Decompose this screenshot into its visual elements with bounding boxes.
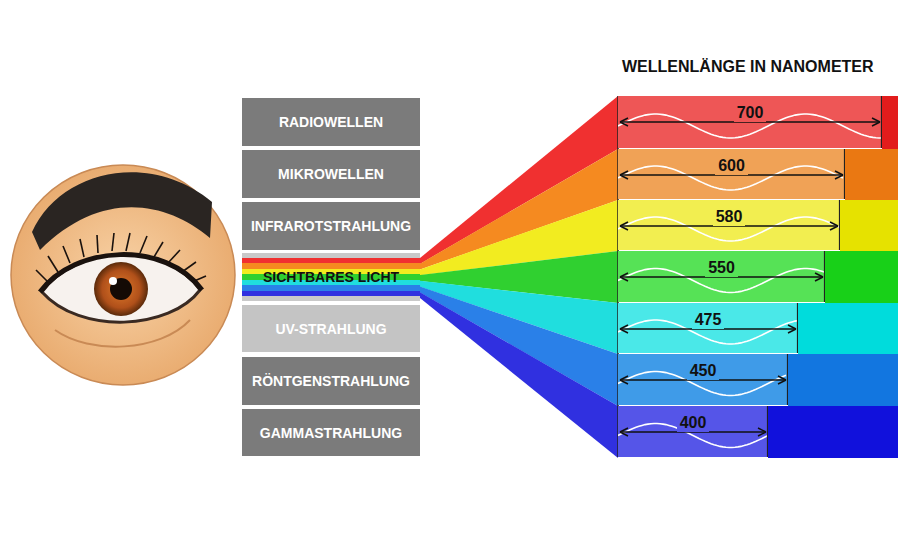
band-divider [767,406,768,457]
color-band-end [840,200,898,251]
wavelength-band: 700 [618,96,882,148]
spectrum-label: RADIOWELLEN [279,114,383,130]
light-fan [420,96,898,458]
spectrum-box: GAMMASTRAHLUNG [242,409,420,456]
spectrum-box: MIKROWELLEN [242,150,420,198]
wavelength-value: 580 [713,208,746,226]
wavelength-value: 475 [692,311,725,329]
band-divider [824,251,825,302]
spectrum-box: RÖNTGENSTRAHLUNG [242,357,420,405]
band-divider [844,149,845,199]
wavelength-band: 400 [618,406,768,457]
band-divider [797,303,798,353]
band-divider [839,200,840,250]
wavelength-value: 450 [687,362,720,380]
color-band-end [768,406,898,458]
color-band-end [882,96,898,149]
spectrum-label: MIKROWELLEN [278,166,384,182]
color-band-end [798,303,898,354]
wavelength-value: 700 [734,104,767,122]
wavelength-value: 600 [715,157,748,175]
spectrum-label: SICHTBARES LICHT [263,269,399,285]
light-ray [420,287,618,407]
wavelength-band: 580 [618,200,840,250]
spectrum-label: INFRAROTSTRAHLUNG [251,218,411,234]
chart-title: WELLENLÄNGE IN NANOMETER [622,58,874,76]
wavelength-band: 450 [618,354,788,405]
spectrum-box: INFRAROTSTRAHLUNG [242,202,420,250]
color-band-end [788,354,898,406]
color-band-end [845,149,898,200]
spectrum-box: UV-STRAHLUNG [242,305,420,352]
wavelength-band: 550 [618,251,825,302]
band-divider [881,96,882,148]
wavelength-band: 600 [618,149,845,199]
color-band-end [825,251,898,303]
eye [11,165,235,385]
spectrum-label: RÖNTGENSTRAHLUNG [252,373,410,389]
wavelength-value: 400 [677,414,710,432]
wavelength-band: 475 [618,303,798,353]
light-ray [420,292,618,458]
spectrum-label: UV-STRAHLUNG [275,321,386,337]
spectrum-box: RADIOWELLEN [242,98,420,146]
wavelength-value: 550 [705,259,738,277]
spectrum-box: SICHTBARES LICHT [242,253,420,301]
spectrum-label: GAMMASTRAHLUNG [260,425,402,441]
band-divider [787,354,788,405]
